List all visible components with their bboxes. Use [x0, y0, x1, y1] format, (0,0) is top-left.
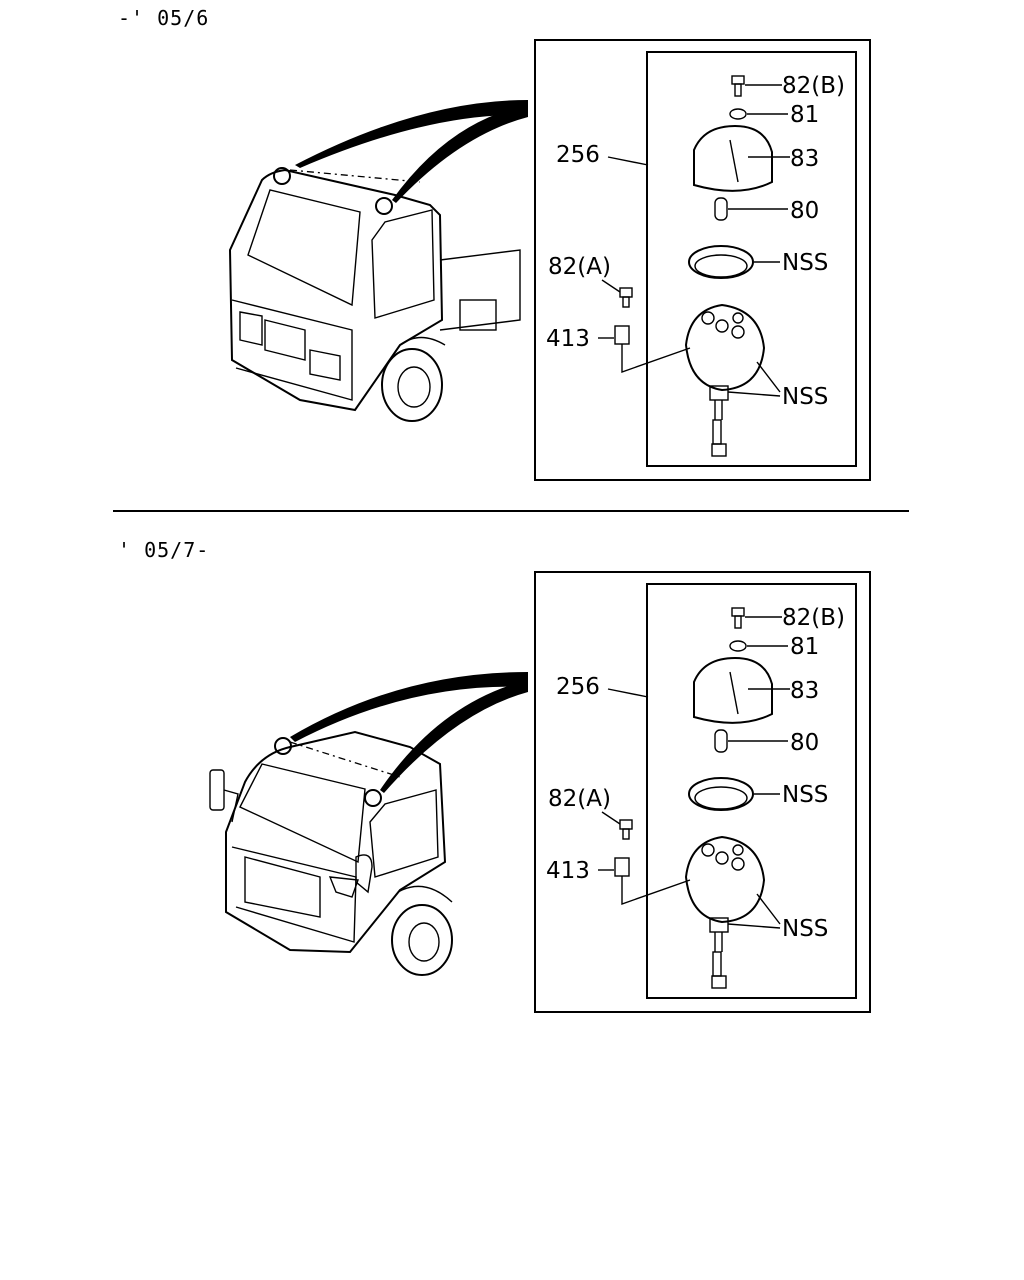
assembly-inner-frame: [646, 583, 857, 999]
section-divider: [113, 510, 909, 512]
callout-nss-gasket: NSS: [782, 782, 828, 808]
callout-82b: 82(B): [782, 73, 845, 99]
callout-83: 83: [790, 678, 819, 704]
assembly-frame: [534, 39, 871, 481]
truck-cab-illustration: [228, 100, 528, 422]
callout-413: 413: [546, 858, 590, 884]
nut-icon: [614, 857, 630, 877]
screw-icon: [619, 287, 633, 308]
lamp-base-icon: [684, 835, 766, 924]
lamp-base-icon: [684, 303, 766, 392]
callout-nss-gasket: NSS: [782, 250, 828, 276]
parts-diagram: 256 82(B) 81 83 80 NSS 82(A): [209, 571, 871, 1013]
callout-80: 80: [790, 198, 819, 224]
gasket-ring-icon: [688, 777, 754, 811]
lens-dome-icon: [693, 656, 773, 724]
callout-82b: 82(B): [782, 605, 845, 631]
truck-cab-illustration: [209, 672, 528, 976]
diagram-section-late: ' 05/7- 256: [0, 532, 1024, 1052]
wiring-harness-icon: [709, 385, 729, 457]
callout-81: 81: [790, 634, 819, 660]
callout-nss-harness: NSS: [782, 384, 828, 410]
production-range-label: -' 05/6: [118, 6, 210, 30]
lens-dome-icon: [693, 124, 773, 192]
callout-83: 83: [790, 146, 819, 172]
assembly-frame: [534, 571, 871, 1013]
parts-diagram: 256 82(B) 81 83 80 NSS 82(A): [228, 39, 871, 481]
production-range-label: ' 05/7-: [118, 538, 210, 562]
washer-icon: [729, 108, 747, 120]
callout-256: 256: [556, 142, 600, 168]
nut-icon: [614, 325, 630, 345]
callout-413: 413: [546, 326, 590, 352]
assembly-inner-frame: [646, 51, 857, 467]
callout-82a: 82(A): [548, 786, 611, 812]
callout-80: 80: [790, 730, 819, 756]
bulb-icon: [714, 197, 728, 221]
bolt-icon: [731, 75, 745, 97]
callout-82a: 82(A): [548, 254, 611, 280]
diagram-section-early: -' 05/6 256: [0, 0, 1024, 520]
callout-nss-harness: NSS: [782, 916, 828, 942]
callout-81: 81: [790, 102, 819, 128]
callout-256: 256: [556, 674, 600, 700]
gasket-ring-icon: [688, 245, 754, 279]
wiring-harness-icon: [709, 917, 729, 989]
bolt-icon: [731, 607, 745, 629]
washer-icon: [729, 640, 747, 652]
screw-icon: [619, 819, 633, 840]
bulb-icon: [714, 729, 728, 753]
